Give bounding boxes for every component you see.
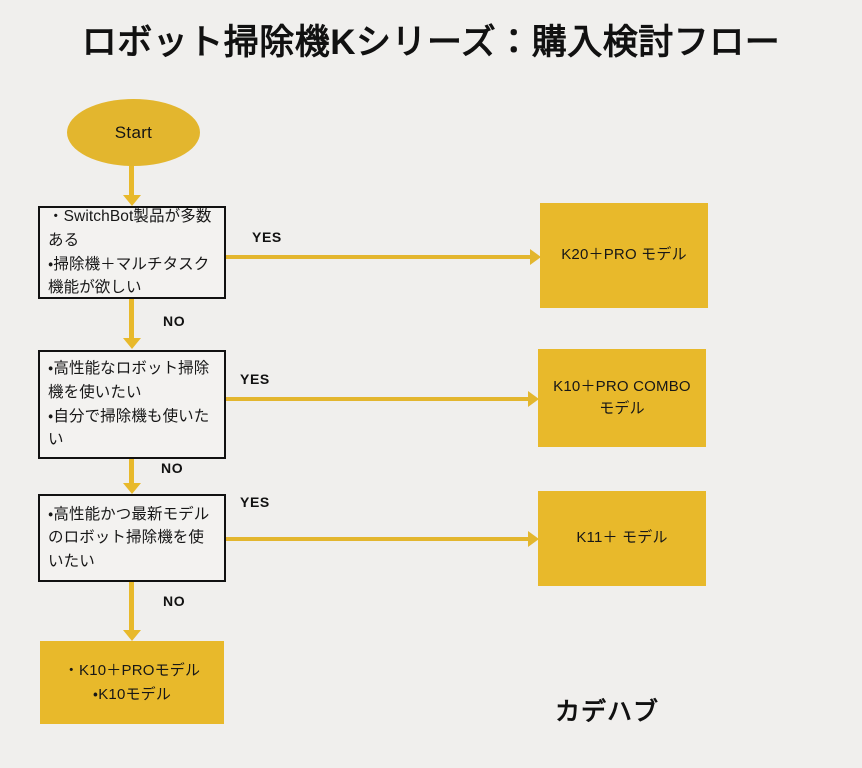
- result-box-2-text: K10＋PRO COMBO モデル: [553, 377, 691, 418]
- page-title: ロボット掃除機Kシリーズ：購入検討フロー: [81, 23, 781, 62]
- connector-decision-3-no: [129, 582, 134, 632]
- start-node-label: Start: [114, 122, 153, 142]
- edge-label-yes-1: YES: [252, 229, 282, 245]
- start-node: Start: [67, 99, 200, 166]
- result-box-1-text: K20＋PRO モデル: [561, 246, 687, 264]
- result-box-1: K20＋PRO モデル: [540, 203, 708, 308]
- connector-start-to-decision-1: [129, 166, 134, 197]
- final-outcome-box: ・K10＋PROモデル ・K10モデル: [40, 641, 224, 724]
- decision-box-3: ・高性能かつ最新モデルのロボット掃除機を使いたい: [38, 494, 226, 582]
- final-outcome-text: ・K10＋PROモデル ・K10モデル: [63, 661, 201, 703]
- edge-label-yes-2: YES: [240, 371, 270, 387]
- decision-box-1-text: ・SwitchBot製品が多数ある ・掃除機＋マルチタスク機能が欲しい: [48, 208, 212, 297]
- decision-box-1: ・SwitchBot製品が多数ある ・掃除機＋マルチタスク機能が欲しい: [38, 206, 226, 299]
- decision-box-2-text: ・高性能なロボット掃除機を使いたい ・自分で掃除機も使いたい: [48, 360, 210, 449]
- connector-decision-2-no: [129, 459, 134, 485]
- result-box-3: K11＋ モデル: [538, 491, 706, 586]
- decision-box-2: ・高性能なロボット掃除機を使いたい ・自分で掃除機も使いたい: [38, 350, 226, 459]
- result-box-2: K10＋PRO COMBO モデル: [538, 349, 706, 447]
- connector-decision-1-yes: [226, 255, 531, 259]
- connector-decision-2-yes: [226, 397, 529, 401]
- connector-decision-1-no: [129, 299, 134, 340]
- connector-decision-3-yes: [226, 537, 529, 541]
- brand-watermark: カデハブ: [555, 698, 660, 726]
- edge-label-no-1: NO: [163, 313, 186, 329]
- decision-box-3-text: ・高性能かつ最新モデルのロボット掃除機を使いたい: [48, 505, 210, 570]
- result-box-3-text: K11＋ モデル: [576, 529, 668, 547]
- edge-label-no-2: NO: [161, 460, 184, 476]
- edge-label-no-3: NO: [163, 593, 186, 609]
- edge-label-yes-3: YES: [240, 494, 270, 510]
